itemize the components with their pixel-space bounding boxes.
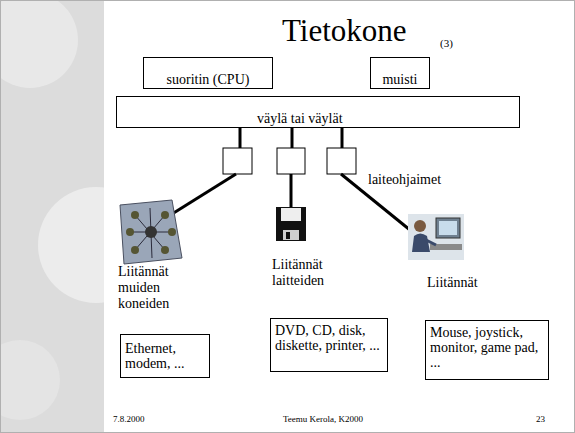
footer-date: 7.8.2000: [113, 414, 145, 425]
slide-title: Tietokone: [282, 14, 407, 48]
part-label: Liitännät: [427, 275, 478, 291]
box-text: Ethernet, modem, ...: [125, 341, 205, 371]
bus-stub: [291, 128, 294, 148]
controller-square: [223, 148, 252, 174]
network-icon: [120, 200, 182, 264]
floppy-icon: [276, 207, 306, 241]
footer-author: Teemu Kerola, K2000: [283, 414, 363, 425]
cpu-box: suoritin (CPU): [143, 57, 273, 89]
interface-box: Mouse, joystick, monitor, game pad, ...: [425, 320, 549, 380]
decor-circle: [0, 0, 78, 88]
box-text: Mouse, joystick, monitor, game pad, ...: [430, 325, 544, 370]
box-text: suoritin (CPU): [167, 72, 250, 87]
controller-square: [277, 148, 305, 174]
bus-stub: [341, 128, 344, 148]
part-label: Liitännät laitteiden: [272, 257, 352, 289]
device-wire: [290, 174, 293, 207]
box-text: DVD, CD, disk, diskette, printer, ...: [275, 323, 383, 353]
bus-stub: [239, 128, 242, 148]
part-label: laiteohjaimet: [368, 172, 441, 188]
footer-page: 23: [536, 414, 545, 425]
computer-user-icon: [408, 214, 464, 260]
bus-bar: väylä tai väylät: [116, 96, 520, 128]
content-area: [104, 0, 575, 433]
slide-number-mark: (3): [440, 37, 453, 49]
decor-circle: [0, 340, 60, 420]
interface-box: DVD, CD, disk, diskette, printer, ...: [270, 318, 388, 372]
controller-square: [327, 148, 356, 174]
interface-box: Ethernet, modem, ...: [120, 334, 210, 378]
box-text: muisti: [382, 72, 417, 87]
box-text: väylä tai väylät: [257, 111, 343, 126]
memory-box: muisti: [370, 57, 430, 89]
device-wire: [172, 174, 236, 214]
part-label: Liitännät muiden koneiden: [118, 264, 202, 312]
